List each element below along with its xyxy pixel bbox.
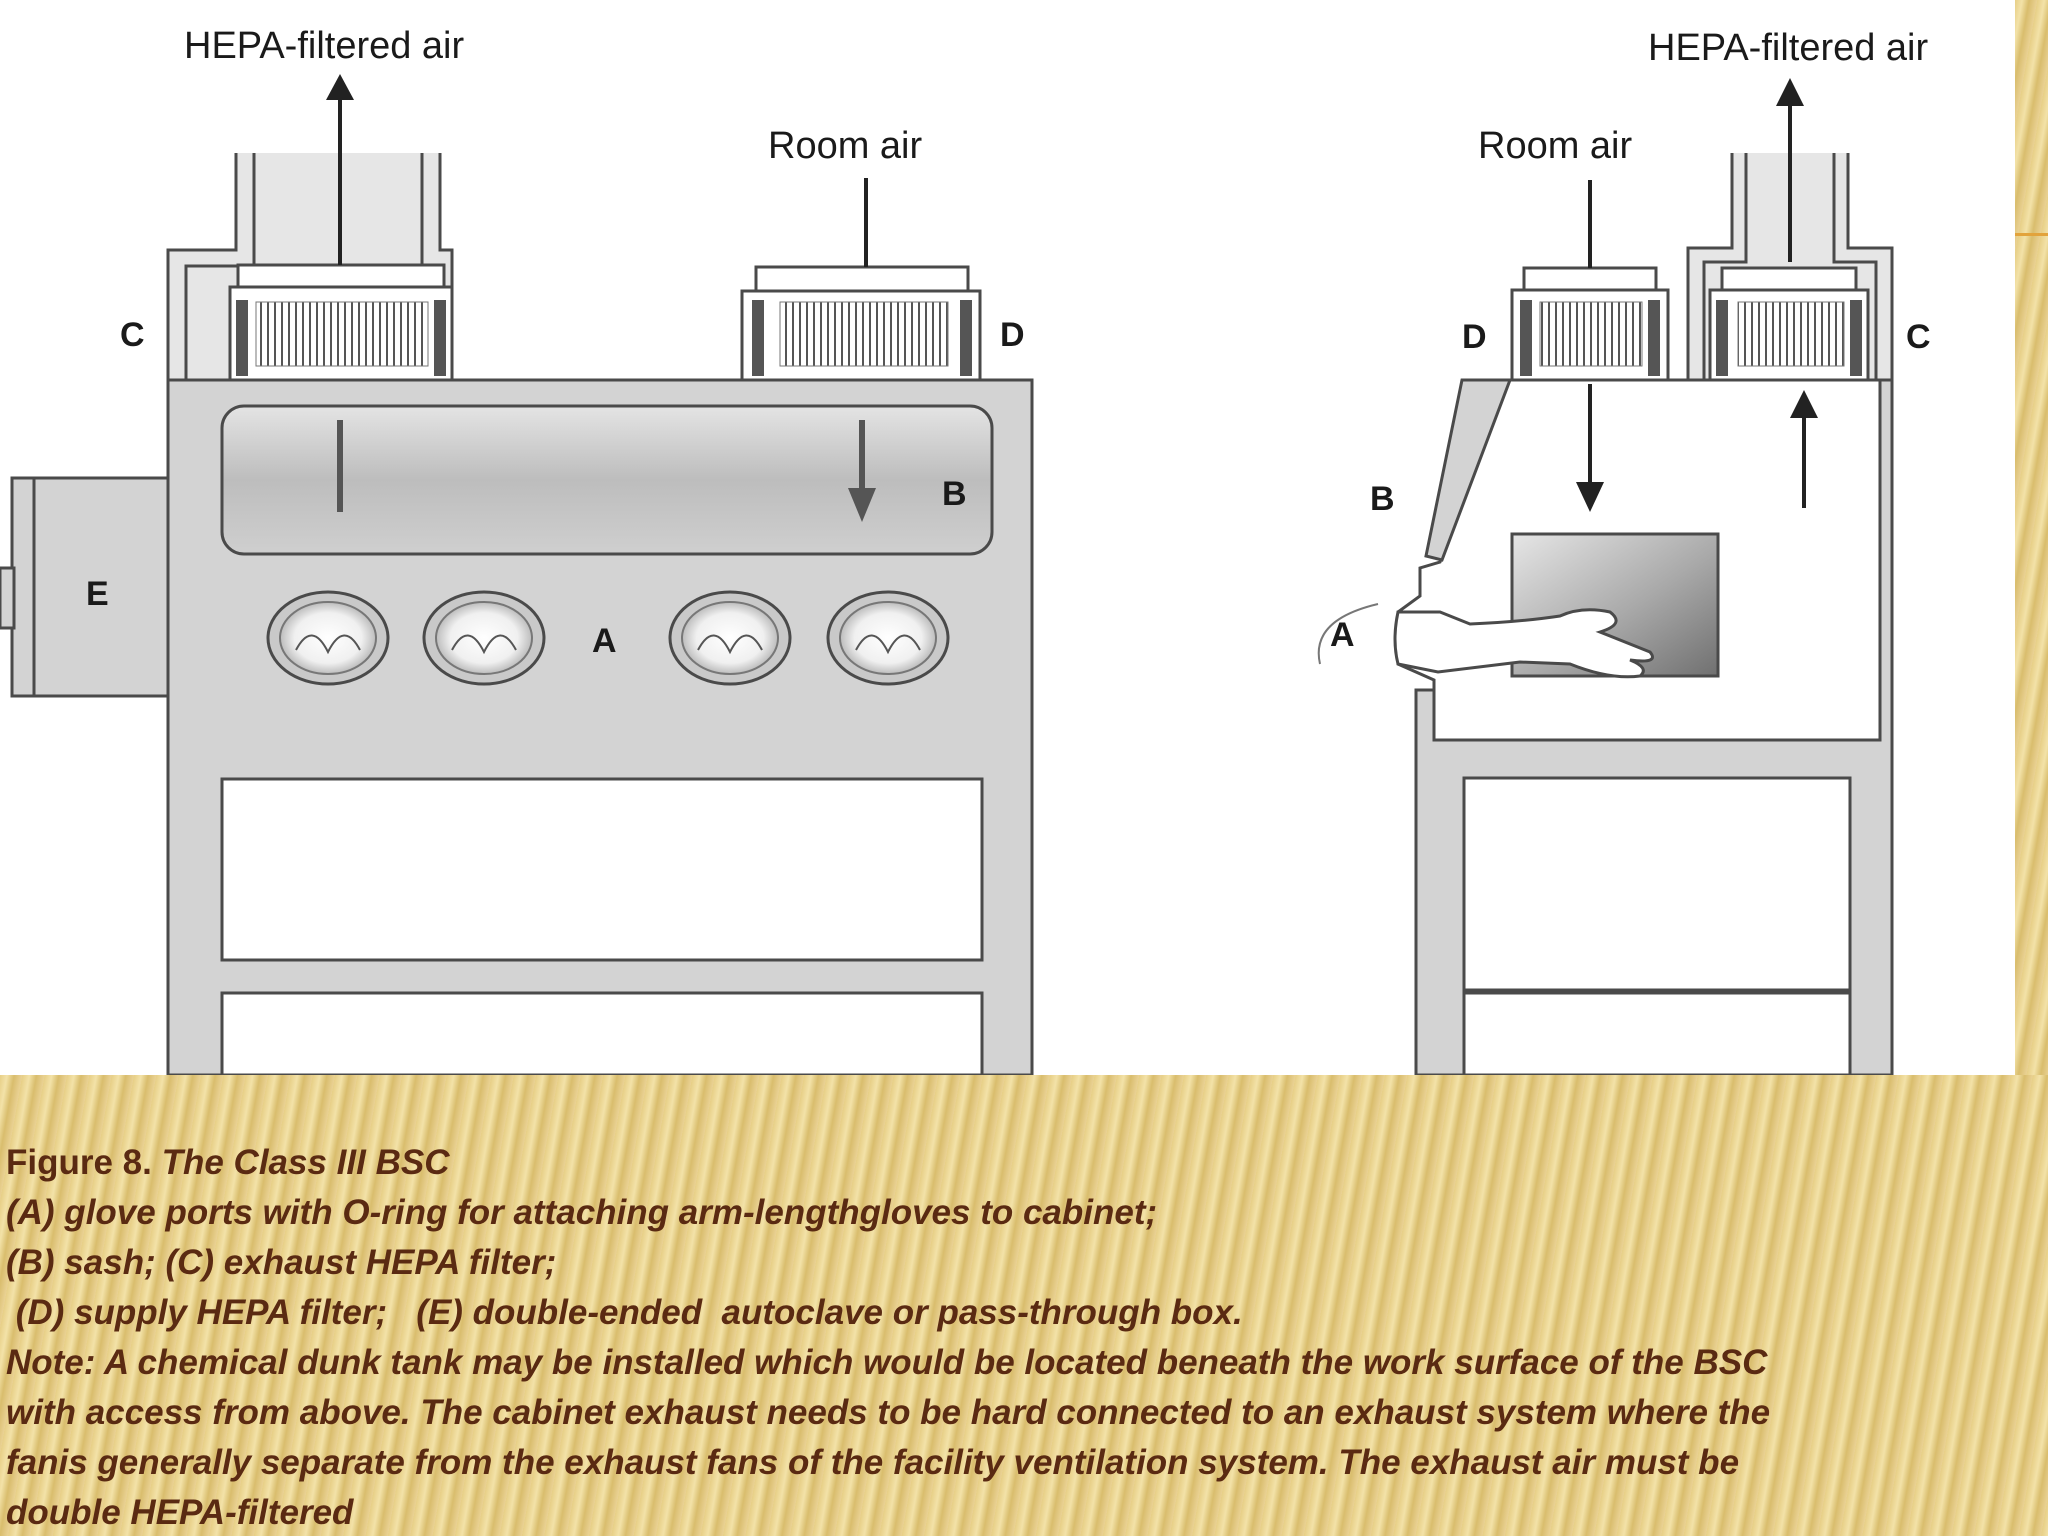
caption-note-line-1: Note: A chemical dunk tank may be instal… bbox=[6, 1343, 1768, 1382]
front-view: HEPA-filtered air Room air C D B A E bbox=[0, 25, 1034, 1075]
down-arrow-icon bbox=[848, 488, 876, 522]
pass-through-box bbox=[0, 476, 172, 698]
glove-ports bbox=[266, 590, 950, 686]
sash-window bbox=[220, 404, 994, 556]
label-d: D bbox=[1462, 318, 1487, 356]
down-arrow-icon bbox=[1576, 482, 1604, 512]
label-b: B bbox=[1370, 480, 1395, 518]
figure-caption: Figure 8. The Class III BSC (A) glove po… bbox=[6, 1138, 2036, 1538]
lower-opening bbox=[220, 991, 984, 1075]
glove-port-icon bbox=[826, 590, 950, 686]
label-d: D bbox=[1000, 316, 1025, 354]
caption-title-line: Figure 8. The Class III BSC bbox=[6, 1138, 2036, 1188]
label-a: A bbox=[1330, 616, 1355, 654]
side-lower-panel bbox=[1462, 776, 1852, 992]
caption-note-line-2: with access from above. The cabinet exha… bbox=[6, 1393, 1771, 1432]
glove-cuff-line bbox=[1317, 603, 1379, 665]
figure-title: The Class III BSC bbox=[161, 1143, 450, 1182]
caption-note-line-3: fanis generally separate from the exhaus… bbox=[6, 1443, 1740, 1482]
gold-background-right bbox=[2015, 0, 2048, 1075]
label-b: B bbox=[942, 475, 967, 513]
bsc-diagram: HEPA-filtered air Room air C D B A E bbox=[0, 25, 1931, 1075]
glove-port-icon bbox=[668, 590, 792, 686]
side-view: HEPA-filtered air Room air D C B A bbox=[1317, 27, 1931, 1075]
accent-line bbox=[2015, 233, 2048, 236]
label-c: C bbox=[120, 316, 145, 354]
side-sash bbox=[1424, 378, 1513, 562]
figure-number: Figure 8. bbox=[6, 1143, 152, 1182]
up-arrow-icon bbox=[1776, 78, 1804, 106]
supply-hepa-filter bbox=[740, 265, 982, 382]
caption-line-a: (A) glove ports with O-ring for attachin… bbox=[6, 1193, 1158, 1232]
exhaust-hepa-filter bbox=[228, 263, 454, 382]
room-air-label: Room air bbox=[1478, 125, 1632, 167]
exhaust-air-label: HEPA-filtered air bbox=[184, 25, 465, 67]
caption-line-bc: (B) sash; (C) exhaust HEPA filter; bbox=[6, 1243, 557, 1282]
label-a: A bbox=[592, 622, 617, 660]
caption-note-line-4: double HEPA-filtered bbox=[6, 1493, 354, 1532]
room-air-label: Room air bbox=[768, 125, 922, 167]
exhaust-hepa-filter bbox=[1708, 266, 1870, 382]
exhaust-air-label: HEPA-filtered air bbox=[1648, 27, 1929, 69]
cabinet-side bbox=[1396, 378, 1894, 1075]
caption-line-de: (D) supply HEPA filter; (E) double-ended… bbox=[6, 1293, 1243, 1332]
label-e: E bbox=[86, 575, 109, 613]
glove-arm bbox=[1393, 608, 1654, 679]
side-lower-opening bbox=[1462, 991, 1852, 1075]
glove-port-icon bbox=[422, 590, 546, 686]
glove-port-icon bbox=[266, 590, 390, 686]
supply-hepa-filter bbox=[1510, 266, 1670, 382]
label-c: C bbox=[1906, 318, 1931, 356]
up-arrow-icon bbox=[1790, 390, 1818, 418]
up-arrow-icon bbox=[326, 74, 354, 100]
lower-panel bbox=[220, 777, 984, 962]
gold-background-bottom bbox=[0, 1075, 2048, 1536]
